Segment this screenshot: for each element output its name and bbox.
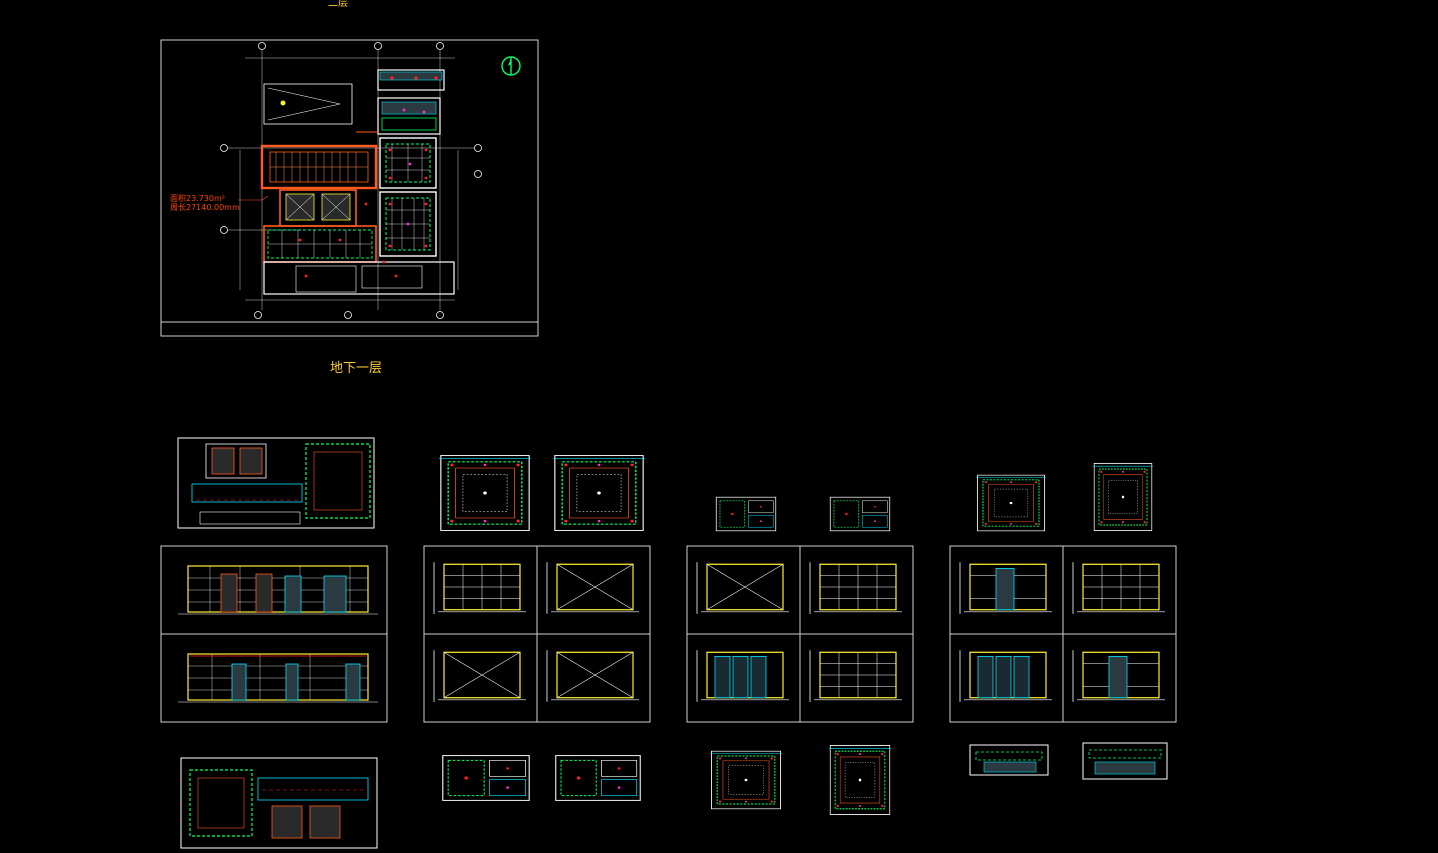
detail-small-plan-4[interactable]	[555, 755, 641, 801]
detail-rcp-4[interactable]	[1093, 462, 1153, 532]
detail-rcp-5[interactable]	[710, 750, 782, 810]
detail-small-plan-2[interactable]	[829, 496, 891, 532]
elevation-sheet-2[interactable]	[423, 545, 651, 723]
detail-rcp-1[interactable]	[439, 454, 531, 532]
elevation-sheet-3[interactable]	[686, 545, 914, 723]
north-arrow-icon	[501, 56, 521, 76]
top-cut-label: 二层	[328, 0, 348, 9]
main-floor-plan[interactable]	[160, 39, 539, 337]
elevation-sheet-4[interactable]	[949, 545, 1177, 723]
detail-small-plan-1[interactable]	[715, 496, 777, 532]
detail-section-1[interactable]	[969, 744, 1049, 776]
detail-rcp-2[interactable]	[553, 454, 645, 532]
detail-small-plan-3[interactable]	[442, 755, 530, 801]
detail-rcp-6[interactable]	[829, 744, 891, 816]
area-label: 面积23.730m²	[170, 194, 225, 203]
plan-title: 地下一层	[330, 361, 383, 376]
detail-plan-group-2[interactable]	[180, 757, 378, 849]
detail-section-2[interactable]	[1082, 742, 1168, 780]
detail-plan-group-1[interactable]	[177, 437, 375, 529]
detail-rcp-3[interactable]	[976, 474, 1046, 532]
elevation-sheet-1[interactable]	[160, 545, 388, 723]
perimeter-label: 周长27140.00mm	[170, 203, 240, 212]
